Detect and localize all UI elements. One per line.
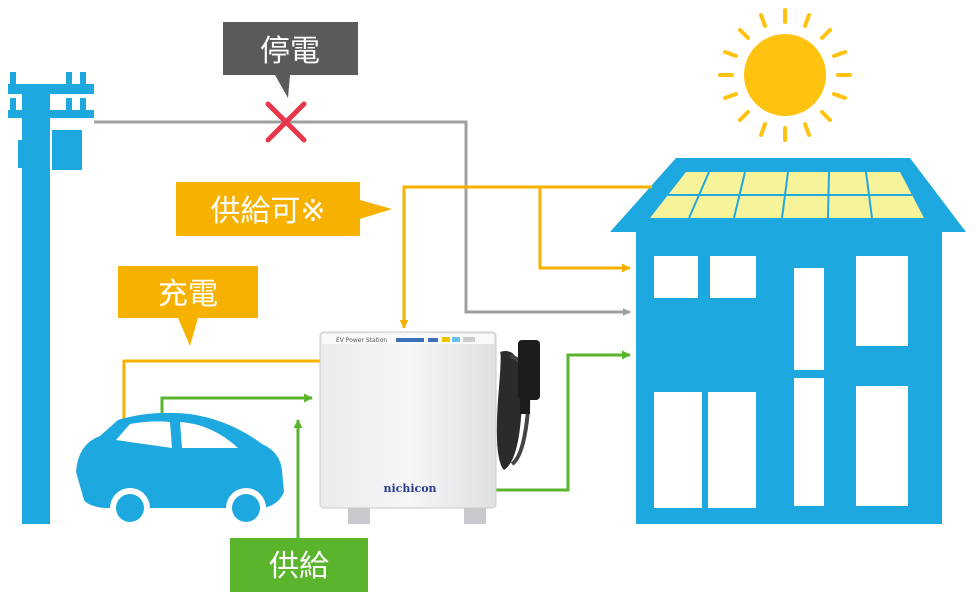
charge-line xyxy=(119,359,320,431)
cross-icon xyxy=(265,101,307,143)
supply-possible-label: 供給可※ xyxy=(210,194,325,229)
car-icon xyxy=(76,412,284,528)
charging-cable xyxy=(496,340,540,470)
sun-icon xyxy=(718,8,852,142)
grid-power-line xyxy=(94,120,631,316)
solar-supply-line xyxy=(399,185,652,329)
power-station-icon: EV Power Station nichicon xyxy=(319,331,540,524)
supply-callout: 供給 xyxy=(230,538,368,592)
charge-label: 充電 xyxy=(158,277,218,312)
solar-panel xyxy=(650,171,924,219)
supply-label: 供給 xyxy=(269,549,329,584)
utility-pole-icon xyxy=(8,72,94,524)
house-icon xyxy=(610,158,966,524)
device-brand-label: nichicon xyxy=(383,482,436,495)
outage-callout: 停電 xyxy=(223,22,358,98)
supply-possible-callout: 供給可※ xyxy=(176,182,392,236)
device-model-label: EV Power Station xyxy=(336,337,387,344)
house-windows xyxy=(654,256,908,508)
charge-callout: 充電 xyxy=(118,266,258,346)
outage-label: 停電 xyxy=(260,34,320,69)
